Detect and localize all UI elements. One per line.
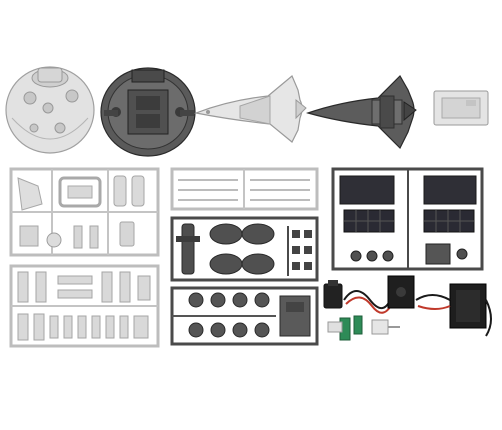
- dark-shuttle-part: [305, 75, 417, 150]
- dark-sprue-frame-1: [170, 216, 319, 282]
- connector-plug: [371, 319, 400, 335]
- motor-part: [323, 280, 343, 309]
- light-sprue-frame-3: [170, 167, 319, 211]
- light-dome-part: [5, 66, 95, 154]
- light-sprue-frame-2: [9, 264, 160, 348]
- dark-sprue-frame-2: [170, 286, 319, 346]
- solar-cell-panel-left: [343, 209, 395, 233]
- light-shuttle-part: [193, 75, 307, 143]
- light-sprue-frame-1: [9, 167, 160, 257]
- solar-panel-sprue: [331, 167, 484, 271]
- dark-dome-part: [100, 67, 196, 157]
- wire-harness: [343, 290, 395, 314]
- battery-box-small: [387, 275, 415, 309]
- green-connector: [327, 315, 363, 341]
- small-tray-part: [433, 90, 489, 126]
- solar-cell-panel-right: [423, 209, 475, 233]
- battery-holder: [415, 283, 492, 337]
